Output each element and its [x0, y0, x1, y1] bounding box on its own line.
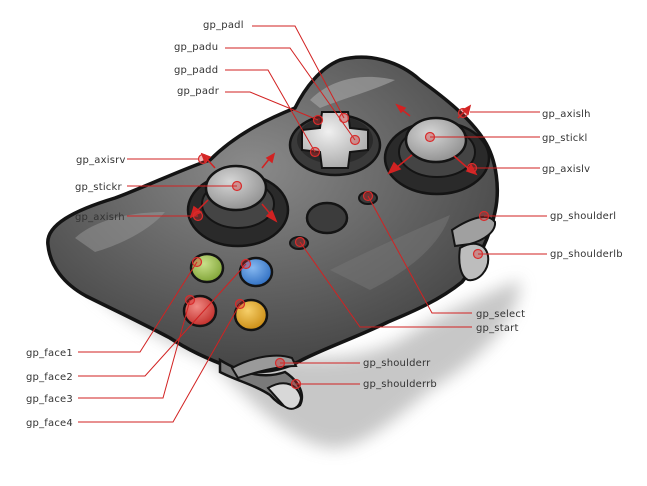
leader-line-gp-face1: [78, 261, 198, 353]
body-highlight: [330, 215, 450, 290]
label-gp-shoulderl: gp_shoulderl: [550, 211, 616, 222]
label-gp-stickl: gp_stickl: [542, 133, 587, 144]
label-gp-face1: gp_face1: [26, 348, 73, 359]
face-button-blue[interactable]: [238, 256, 274, 288]
marker-dot: [240, 258, 252, 270]
leader-line-gp-face2: [78, 263, 247, 377]
controller-shadow: [70, 260, 520, 449]
shoulder-r-trigger: [266, 382, 303, 410]
left-stick-cap[interactable]: [404, 116, 468, 164]
marker-dot: [184, 294, 196, 306]
leader-line-gp-padl: [252, 25, 345, 119]
label-gp-shoulderrb: gp_shoulderrb: [363, 379, 437, 390]
body-highlight: [75, 212, 165, 252]
label-gp-padu: gp_padu: [174, 42, 218, 53]
marker-dot: [457, 107, 469, 119]
marker-dot: [197, 153, 209, 165]
face-button-green[interactable]: [189, 252, 225, 284]
label-gp-shoulderlb: gp_shoulderlb: [550, 249, 623, 260]
marker-dot: [191, 256, 203, 268]
shoulder-l-trigger: [458, 242, 490, 282]
label-gp-shoulderr: gp_shoulderr: [363, 358, 431, 369]
leader-line-gp-start: [299, 241, 472, 328]
label-gp-padr: gp_padr: [177, 86, 220, 97]
marker-dot: [290, 378, 302, 390]
marker-dot: [231, 180, 243, 192]
body-highlight: [310, 76, 395, 108]
label-gp-face3: gp_face3: [26, 394, 73, 405]
label-gp-axisrv: gp_axisrv: [76, 155, 126, 166]
label-gp-face2: gp_face2: [26, 372, 73, 383]
marker-dot: [234, 298, 246, 310]
leader-line-gp-select: [367, 195, 472, 314]
face-button-red[interactable]: [182, 294, 218, 328]
marker-dot: [309, 146, 321, 158]
right-stick-cap[interactable]: [204, 164, 268, 212]
label-gp-start: gp_start: [476, 323, 519, 334]
markers: [184, 107, 490, 390]
marker-dot: [274, 357, 286, 369]
leader-lines: [78, 25, 547, 423]
label-gp-face4: gp_face4: [26, 418, 73, 429]
shoulder-r-bumper: [230, 354, 298, 380]
leader-line-gp-padr: [225, 91, 319, 121]
label-gp-padl: gp_padl: [203, 20, 244, 31]
leader-line-gp-face4: [78, 303, 241, 423]
center-button[interactable]: [305, 201, 349, 235]
marker-dot: [424, 131, 436, 143]
leader-line-gp-padu: [225, 47, 356, 141]
marker-dot: [362, 190, 374, 202]
label-gp-axislv: gp_axislv: [542, 164, 590, 175]
marker-dot: [349, 134, 361, 146]
marker-dot: [312, 114, 324, 126]
marker-dot: [294, 236, 306, 248]
label-gp-stickr: gp_stickr: [75, 182, 122, 193]
marker-dot: [192, 210, 204, 222]
marker-dot: [478, 210, 490, 222]
leader-line-gp-padd: [225, 69, 316, 153]
marker-dot: [466, 162, 478, 174]
label-gp-axislh: gp_axislh: [542, 109, 591, 120]
marker-dot: [472, 248, 484, 260]
label-gp-padd: gp_padd: [174, 65, 218, 76]
leader-line-gp-face3: [78, 299, 191, 399]
label-gp-select: gp_select: [476, 309, 525, 320]
label-gp-axisrh: gp_axisrh: [75, 212, 125, 223]
marker-dot: [338, 112, 350, 124]
